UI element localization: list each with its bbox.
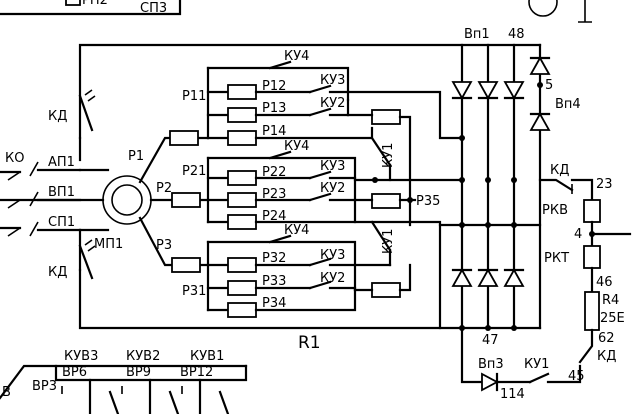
sp3-label: СП3 <box>140 1 167 16</box>
svg-text:Р22: Р22 <box>262 165 286 180</box>
svg-text:46: 46 <box>596 275 613 290</box>
svg-text:КД: КД <box>550 163 569 178</box>
svg-text:Р3: Р3 <box>156 238 172 253</box>
svg-text:114: 114 <box>500 387 525 402</box>
svg-text:КУ4: КУ4 <box>284 49 309 64</box>
svg-text:62: 62 <box>598 331 615 346</box>
svg-text:КУВ1: КУВ1 <box>190 349 224 364</box>
svg-text:Р21: Р21 <box>182 164 206 179</box>
svg-text:Р12: Р12 <box>262 79 286 94</box>
svg-text:Р14: Р14 <box>262 124 286 139</box>
svg-text:47: 47 <box>482 333 499 348</box>
svg-text:45: 45 <box>568 369 585 384</box>
svg-text:48: 48 <box>508 27 525 42</box>
svg-text:КО: КО <box>5 151 24 166</box>
svg-text:Р32: Р32 <box>262 251 286 266</box>
svg-text:23: 23 <box>596 177 613 192</box>
svg-text:Р24: Р24 <box>262 209 286 224</box>
svg-text:Р35: Р35 <box>416 194 440 209</box>
rp2-label: РП2 <box>82 0 108 8</box>
svg-text:Вп1: Вп1 <box>464 27 490 42</box>
svg-text:КУ1: КУ1 <box>381 143 396 168</box>
svg-text:КУ1: КУ1 <box>381 229 396 254</box>
svg-text:Р34: Р34 <box>262 296 286 311</box>
svg-text:РКВ: РКВ <box>542 203 568 218</box>
svg-text:РКТ: РКТ <box>544 251 569 266</box>
svg-text:25Е: 25Е <box>600 311 625 326</box>
svg-text:КУ2: КУ2 <box>320 96 345 111</box>
svg-text:КУ3: КУ3 <box>320 248 345 263</box>
phase-branches: Р1 Р2 Р3 <box>128 130 210 273</box>
svg-text:Р33: Р33 <box>262 274 286 289</box>
resistor-group-2: Р21 Р22 Р23 Р24 КУ4 КУ3 КУ2 КУ1 Р35 <box>182 139 462 330</box>
svg-text:Р11: Р11 <box>182 89 206 104</box>
r1-frame: R1 <box>78 43 542 353</box>
svg-text:В: В <box>2 385 11 400</box>
svg-text:КУ2: КУ2 <box>320 271 345 286</box>
svg-text:КД: КД <box>48 109 67 124</box>
svg-text:Р1: Р1 <box>128 149 144 164</box>
rectifier-bridge: Вп1 48 5 Вп4 47 Вп3 114 <box>438 27 581 402</box>
svg-text:Р23: Р23 <box>262 187 286 202</box>
svg-text:КД: КД <box>48 265 67 280</box>
svg-text:КУ1: КУ1 <box>524 357 549 372</box>
svg-text:МП1: МП1 <box>94 237 123 252</box>
svg-text:Р31: Р31 <box>182 284 206 299</box>
svg-text:КД: КД <box>597 349 616 364</box>
svg-text:КУ2: КУ2 <box>320 181 345 196</box>
svg-text:КУВ3: КУВ3 <box>64 349 98 364</box>
right-control-chain: КД 23 РКВ 4 РКТ 46 R4 25Е 62 КД 45 КУ1 <box>524 163 632 384</box>
kd-contact-top: КД <box>48 89 96 132</box>
svg-text:ВР9: ВР9 <box>126 365 151 380</box>
svg-text:Вп3: Вп3 <box>478 357 504 372</box>
motor-mp1: МП1 КО АП1 ВП1 СП1 <box>0 151 152 252</box>
svg-text:ВР12: ВР12 <box>180 365 213 380</box>
svg-text:СП1: СП1 <box>48 215 75 230</box>
svg-text:R4: R4 <box>602 293 619 308</box>
svg-text:4: 4 <box>574 227 582 242</box>
svg-text:Р2: Р2 <box>156 181 172 196</box>
resistor-group-3: Р31 Р32 Р33 Р34 КУ4 КУ3 КУ2 <box>182 223 412 318</box>
svg-text:КУ4: КУ4 <box>284 139 309 154</box>
top-left-fragment: РП2 СП3 <box>0 0 592 23</box>
svg-text:КУВ2: КУВ2 <box>126 349 160 364</box>
svg-text:ВР3: ВР3 <box>32 379 57 394</box>
svg-text:АП1: АП1 <box>48 155 75 170</box>
svg-text:КУ3: КУ3 <box>320 159 345 174</box>
resistor-group-1: Р11 Р12 Р13 Р14 КУ4 КУ3 КУ2 КУ1 <box>182 49 464 227</box>
svg-text:5: 5 <box>545 78 553 93</box>
svg-text:Вп4: Вп4 <box>555 97 581 112</box>
svg-text:Р13: Р13 <box>262 101 286 116</box>
svg-text:КУ3: КУ3 <box>320 73 345 88</box>
bottom-left-switch-bank: В ВР3 КУВ3 КУВ2 КУВ1 ВР6 ВР9 ВР12 <box>0 349 248 414</box>
svg-text:КУ4: КУ4 <box>284 223 309 238</box>
svg-text:ВР6: ВР6 <box>62 365 87 380</box>
r1-label: R1 <box>298 333 321 353</box>
svg-text:ВП1: ВП1 <box>48 185 75 200</box>
kd-contact-bottom: КД <box>48 239 96 280</box>
